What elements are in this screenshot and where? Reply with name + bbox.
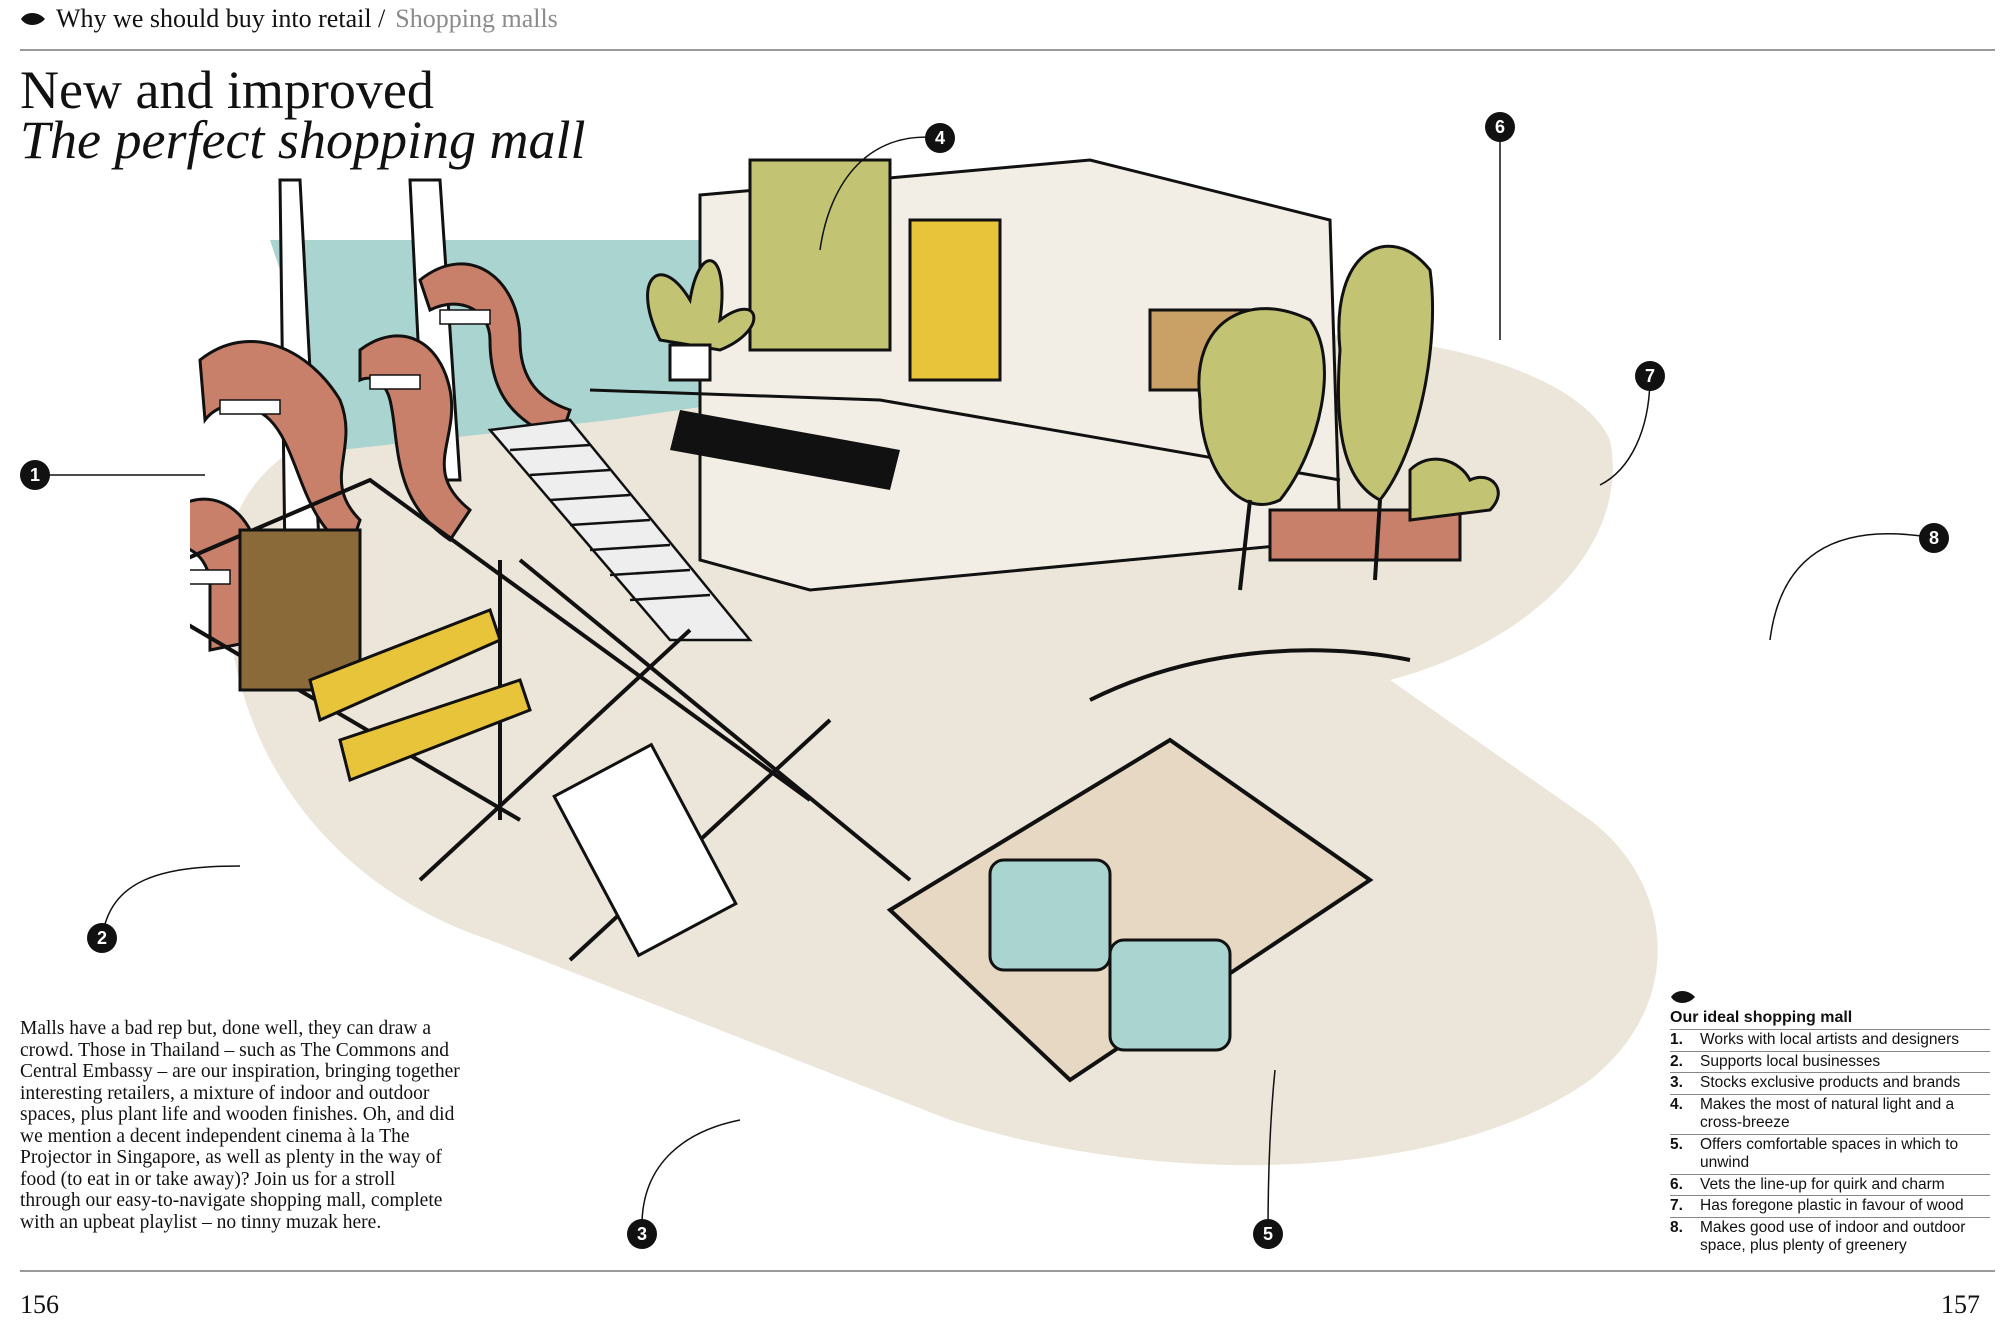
item-number: 3. xyxy=(1670,1074,1683,1091)
ideal-mall-list: Our ideal shopping mall 1. Works with loc… xyxy=(1670,988,1990,1257)
list-item: 6. Vets the line-up for quirk and charm xyxy=(1670,1175,1990,1196)
armchair xyxy=(1108,938,1232,1052)
page-subtitle: The perfect shopping mall xyxy=(20,110,586,170)
yellow-counter xyxy=(308,608,502,723)
list-item: 1. Works with local artists and designers xyxy=(1670,1030,1990,1052)
marker-1: 1 xyxy=(20,460,50,490)
list-heading: Our ideal shopping mall xyxy=(1670,1008,1990,1030)
breadcrumb-main: Why we should buy into retail / xyxy=(56,4,386,33)
display-shelves xyxy=(238,528,362,692)
mall-illustration xyxy=(190,158,1658,1166)
breadcrumb-section: Shopping malls xyxy=(395,4,558,33)
tree xyxy=(1197,307,1326,506)
item-number: 6. xyxy=(1670,1175,1683,1193)
list-items: 1. Works with local artists and designers… xyxy=(1670,1030,1990,1257)
list-item: 4. Makes the most of natural light and a … xyxy=(1670,1095,1990,1135)
shop-shelf-yellow xyxy=(908,218,1002,382)
terrace-rail xyxy=(1089,648,1411,702)
item-text: Stocks exclusive products and brands xyxy=(1700,1074,1961,1091)
item-text: Works with local artists and designers xyxy=(1700,1031,1960,1048)
marker-3: 3 xyxy=(627,1219,657,1249)
armchair xyxy=(988,858,1112,972)
bookcase xyxy=(552,742,738,958)
page-number-left: 156 xyxy=(20,1290,59,1319)
leaf-bullet-icon xyxy=(1671,991,1695,1003)
list-item: 8. Makes good use of indoor and outdoor s… xyxy=(1670,1218,1990,1257)
list-item: 7. Has foregone plastic in favour of wood xyxy=(1670,1196,1990,1218)
balustrade xyxy=(589,388,1341,482)
list-item: 2. Supports local businesses xyxy=(1670,1052,1990,1073)
item-text: Supports local businesses xyxy=(1700,1052,1881,1070)
marker-2: 2 xyxy=(87,923,117,953)
item-text: Makes the most of natural light and a cr… xyxy=(1700,1095,1955,1132)
potted-plant xyxy=(646,259,756,352)
footer-rule xyxy=(20,1270,1995,1272)
item-text: Has foregone plastic in favour of wood xyxy=(1700,1197,1964,1214)
running-header: Why we should buy into retail / Shopping… xyxy=(20,4,558,34)
shop-shelf-olive xyxy=(748,158,892,352)
tree xyxy=(1336,244,1435,502)
item-number: 8. xyxy=(1670,1218,1683,1236)
item-number: 7. xyxy=(1670,1197,1683,1214)
item-number: 4. xyxy=(1670,1095,1683,1113)
lounge-floor xyxy=(886,737,1374,1083)
item-number: 2. xyxy=(1670,1052,1683,1070)
cafe-awning xyxy=(670,410,900,490)
page-title: New and improved xyxy=(20,60,434,120)
list-item: 3. Stocks exclusive products and brands xyxy=(1670,1073,1990,1095)
item-number: 5. xyxy=(1670,1135,1683,1153)
item-text: Offers comfortable spaces in which to un… xyxy=(1700,1135,1959,1172)
tree-trunk xyxy=(1238,499,1382,591)
header-rule xyxy=(20,49,1995,51)
marker-6: 6 xyxy=(1485,112,1515,142)
leaf-bullet-icon xyxy=(21,13,45,25)
staircase xyxy=(487,418,753,642)
books xyxy=(190,309,491,585)
intro-paragraph: Malls have a bad rep but, done well, the… xyxy=(20,1018,460,1233)
marker-8: 8 xyxy=(1919,523,1949,553)
item-text: Makes good use of indoor and outdoor spa… xyxy=(1700,1218,1966,1255)
list-item: 5. Offers comfortable spaces in which to … xyxy=(1670,1135,1990,1175)
hedge xyxy=(1408,457,1500,522)
yellow-counter xyxy=(338,678,532,783)
marker-7: 7 xyxy=(1635,361,1665,391)
item-number: 1. xyxy=(1670,1031,1683,1048)
marker-5: 5 xyxy=(1253,1219,1283,1249)
plant-pot xyxy=(668,343,712,382)
marker-4: 4 xyxy=(925,123,955,153)
page-number-right: 157 xyxy=(1941,1290,1980,1319)
item-text: Vets the line-up for quirk and charm xyxy=(1700,1175,1945,1193)
